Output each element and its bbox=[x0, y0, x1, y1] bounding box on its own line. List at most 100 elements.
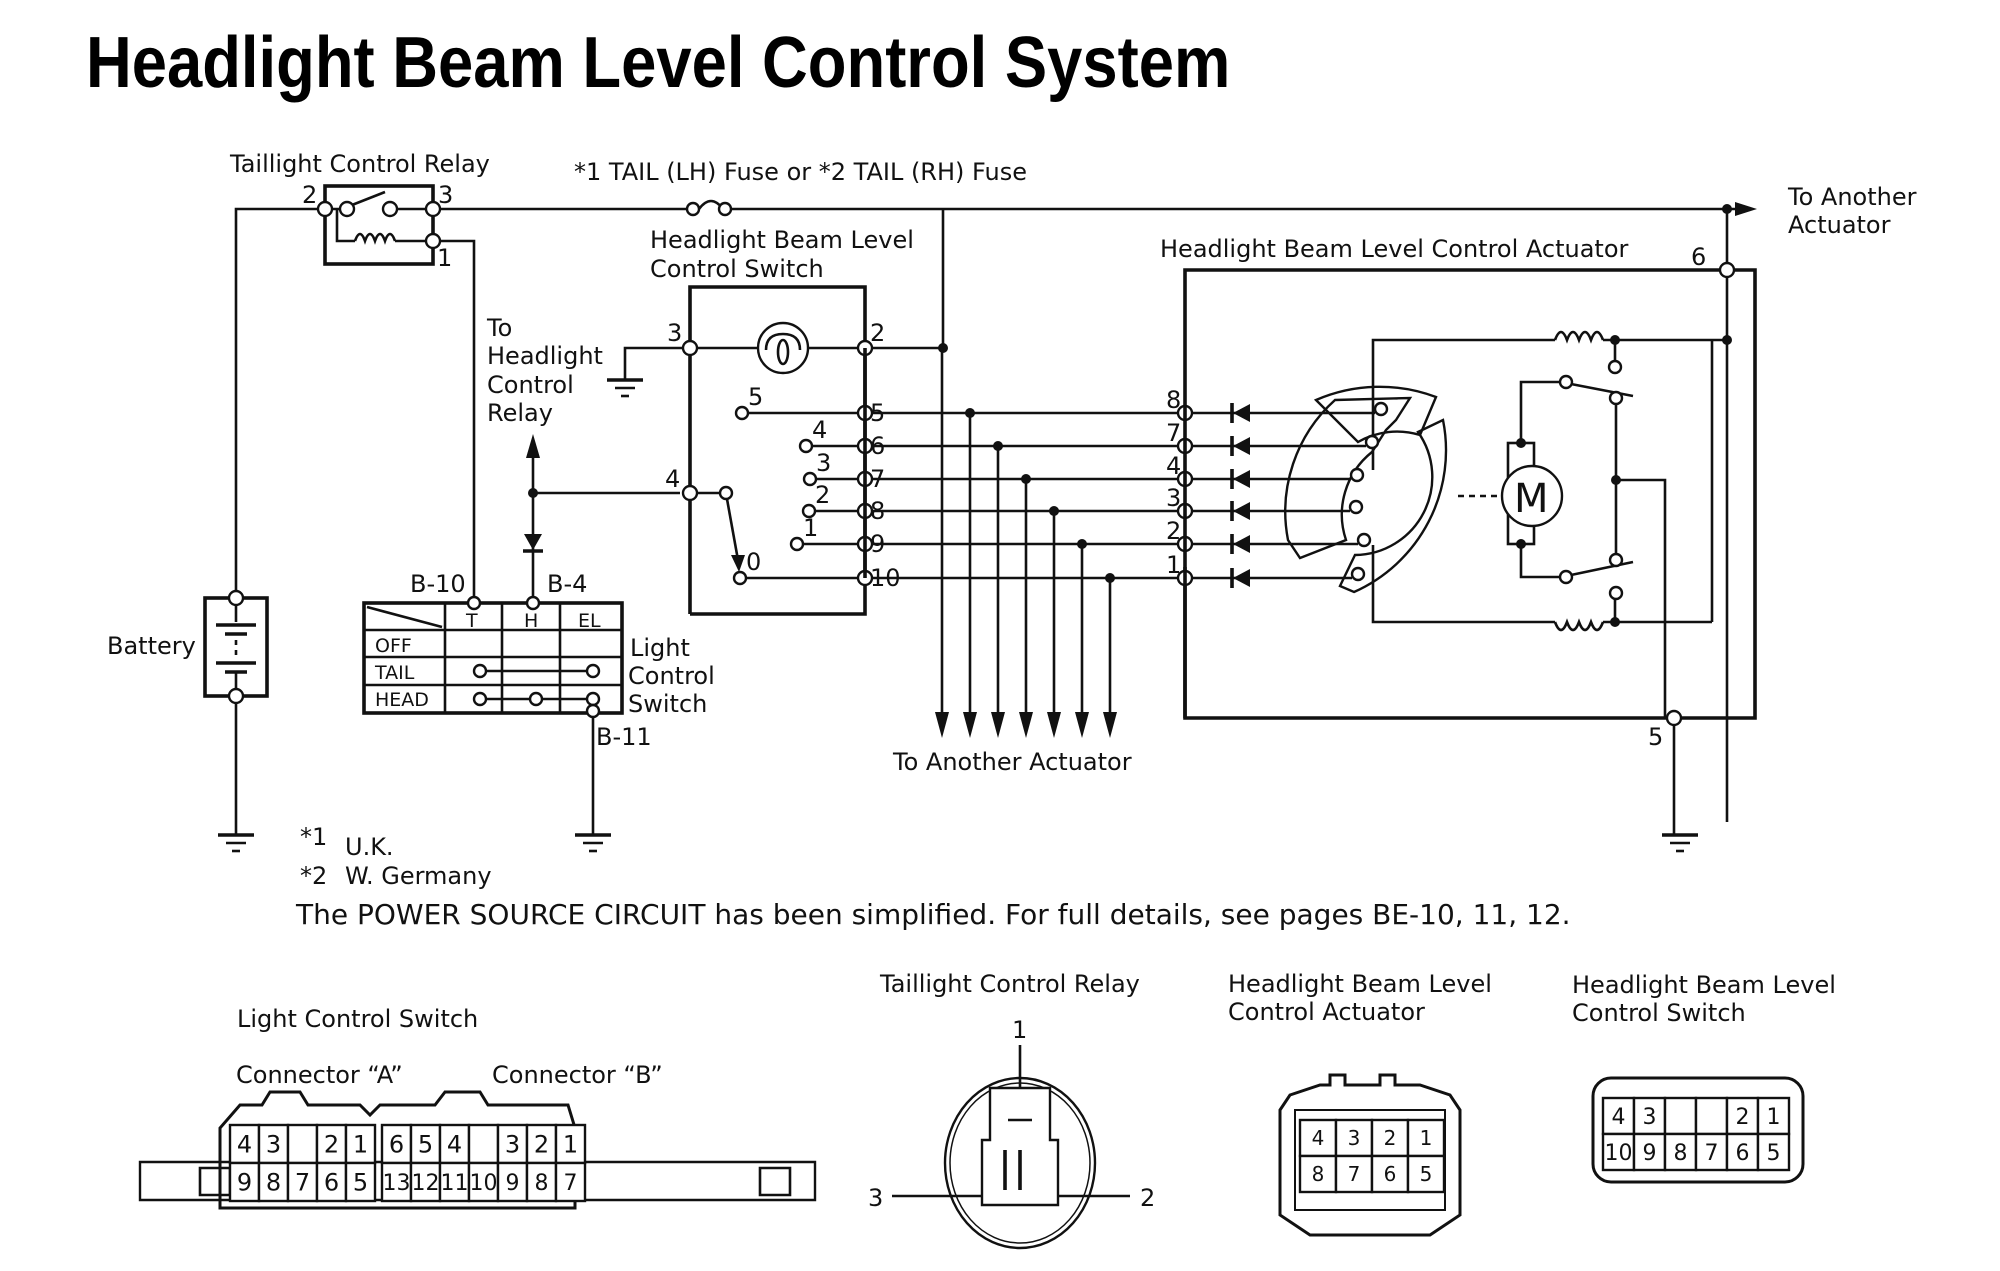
relay-switch-contact bbox=[338, 200, 356, 218]
actuator-pin-label: 4 bbox=[1166, 452, 1181, 480]
connector-cell bbox=[1756, 1096, 1791, 1136]
battery-label: Battery bbox=[107, 632, 196, 660]
arrow-down-icon bbox=[991, 712, 1005, 738]
ground-actuator-icon bbox=[1662, 833, 1698, 853]
diode-icon bbox=[1233, 535, 1250, 553]
connector-cell bbox=[409, 1161, 442, 1203]
connector-cell bbox=[344, 1123, 377, 1165]
connector-pin-number: 10 bbox=[1605, 1141, 1633, 1166]
light-switch-label-1: Light bbox=[630, 634, 690, 662]
connector-light-control-switch: Light Control Switch Connector “A” Conne… bbox=[138, 1005, 817, 1210]
col-t: T bbox=[465, 610, 478, 632]
connector-cell bbox=[496, 1123, 529, 1165]
coil-bottom-icon bbox=[1553, 618, 1605, 632]
actuator-pin-label: 1 bbox=[1166, 551, 1181, 579]
connector-pin-number: 7 bbox=[1705, 1141, 1719, 1166]
connector-pin-number: 6 bbox=[324, 1169, 339, 1197]
to-another-actuator-bottom-label: To Another Actuator bbox=[892, 748, 1132, 776]
arrow-down-icon bbox=[1103, 712, 1117, 738]
conn-relay-pin-1: 1 bbox=[1012, 1016, 1027, 1044]
connector-cell bbox=[344, 1161, 377, 1203]
connector-cell bbox=[1756, 1132, 1791, 1172]
battery: Battery bbox=[107, 589, 269, 705]
connector-cell bbox=[1370, 1154, 1410, 1194]
connector-pin-number: 1 bbox=[1420, 1126, 1433, 1150]
relay-switch-blade bbox=[351, 190, 386, 207]
connector-cell bbox=[286, 1123, 319, 1165]
switch-position-5: 55 bbox=[734, 383, 885, 427]
connector-pin-number: 4 bbox=[1312, 1126, 1325, 1150]
conn-lcs-title: Light Control Switch bbox=[237, 1005, 478, 1033]
arrow-right-icon bbox=[1735, 202, 1757, 216]
actuator-input-1: 1 bbox=[1166, 551, 1366, 588]
ground-switch-icon bbox=[607, 346, 690, 398]
light-switch-label-2: Control bbox=[628, 662, 715, 690]
connector-cell bbox=[554, 1161, 587, 1203]
connector-pin-number: 5 bbox=[1420, 1162, 1433, 1186]
connector-pin-number: 1 bbox=[563, 1131, 578, 1159]
connector-cell bbox=[1632, 1132, 1667, 1172]
commutator-left-segment bbox=[1284, 396, 1413, 560]
hbl-switch-label-2: Control Switch bbox=[650, 255, 824, 283]
connector-pin-number: 7 bbox=[295, 1169, 310, 1197]
to-headlight-label-3: Control bbox=[487, 371, 574, 399]
hbl-switch-label-1: Headlight Beam Level bbox=[650, 226, 914, 254]
arrow-down-icon bbox=[1019, 712, 1033, 738]
actuator-pin-label: 8 bbox=[1166, 386, 1181, 414]
conn-actuator-title-1: Headlight Beam Level bbox=[1228, 970, 1492, 998]
connector-pin-number: 3 bbox=[266, 1131, 281, 1159]
diode-icon bbox=[1233, 404, 1250, 422]
connector-taillight-relay: Taillight Control Relay 1 2 3 bbox=[868, 970, 1155, 1250]
relay-coil-icon bbox=[353, 232, 397, 245]
actuator-pin-label: 2 bbox=[1166, 517, 1181, 545]
connector-pin-number: 9 bbox=[506, 1171, 520, 1196]
conn-relay-pin-2: 2 bbox=[1140, 1184, 1155, 1212]
actuator-input-7: 7 bbox=[1166, 419, 1380, 456]
connector-cell bbox=[1601, 1132, 1636, 1172]
connector-pin-number: 8 bbox=[266, 1169, 281, 1197]
connector-pin-number: 6 bbox=[389, 1131, 404, 1159]
col-el: EL bbox=[578, 610, 601, 632]
conn-actuator-title-2: Control Actuator bbox=[1228, 998, 1425, 1026]
ground-battery-icon bbox=[218, 833, 254, 853]
to-another-actuator-top: To Another Actuator bbox=[1722, 183, 1917, 239]
footnote-1-mark: *1 bbox=[300, 823, 327, 851]
connector-pin-number: 12 bbox=[412, 1171, 440, 1196]
switch-position-label: 2 bbox=[815, 481, 830, 509]
arrow-down-icon bbox=[1075, 712, 1089, 738]
to-headlight-relay: To Headlight Control Relay bbox=[486, 314, 603, 553]
arrow-up-icon bbox=[526, 434, 540, 458]
switch-position-label: 5 bbox=[748, 383, 763, 411]
relay-connector-body bbox=[980, 1086, 1060, 1207]
arrow-down-icon bbox=[1047, 712, 1061, 738]
beam-level-control-switch: Headlight Beam Level Control Switch 3 2 … bbox=[650, 226, 948, 616]
switch-position-label: 1 bbox=[803, 514, 818, 542]
b11-label: B-11 bbox=[596, 723, 652, 751]
wires bbox=[234, 207, 1735, 835]
taillight-relay-label: Taillight Control Relay bbox=[229, 150, 490, 178]
row-tail: TAIL bbox=[374, 662, 415, 684]
connector-pin-number: 5 bbox=[1767, 1141, 1781, 1166]
relay-pin-3: 3 bbox=[438, 181, 453, 209]
b10-label: B-10 bbox=[410, 570, 466, 598]
conn-hblswitch-title-1: Headlight Beam Level bbox=[1572, 971, 1836, 999]
connector-pin-number: 3 bbox=[1348, 1126, 1361, 1150]
motor-label: M bbox=[1514, 476, 1549, 522]
connector-pin-number: 7 bbox=[1348, 1162, 1361, 1186]
power-source-note: The POWER SOURCE CIRCUIT has been simpli… bbox=[295, 898, 1571, 931]
to-headlight-label-1: To bbox=[486, 314, 512, 342]
actuator-label: Headlight Beam Level Control Actuator bbox=[1160, 235, 1628, 263]
wiper-arrow-icon bbox=[731, 555, 745, 572]
to-headlight-label-2: Headlight bbox=[487, 342, 603, 370]
connector-pin-number: 13 bbox=[383, 1171, 411, 1196]
fuse: *1 TAIL (LH) Fuse or *2 TAIL (RH) Fuse bbox=[574, 158, 1027, 217]
conn-relay-title: Taillight Control Relay bbox=[879, 970, 1140, 998]
connector-pin-number: 5 bbox=[353, 1169, 368, 1197]
connector-pin-number: 10 bbox=[470, 1171, 498, 1196]
switch-position-label: 3 bbox=[816, 449, 831, 477]
conn-b-label: Connector “B” bbox=[492, 1061, 663, 1089]
connector-cell bbox=[257, 1161, 290, 1203]
